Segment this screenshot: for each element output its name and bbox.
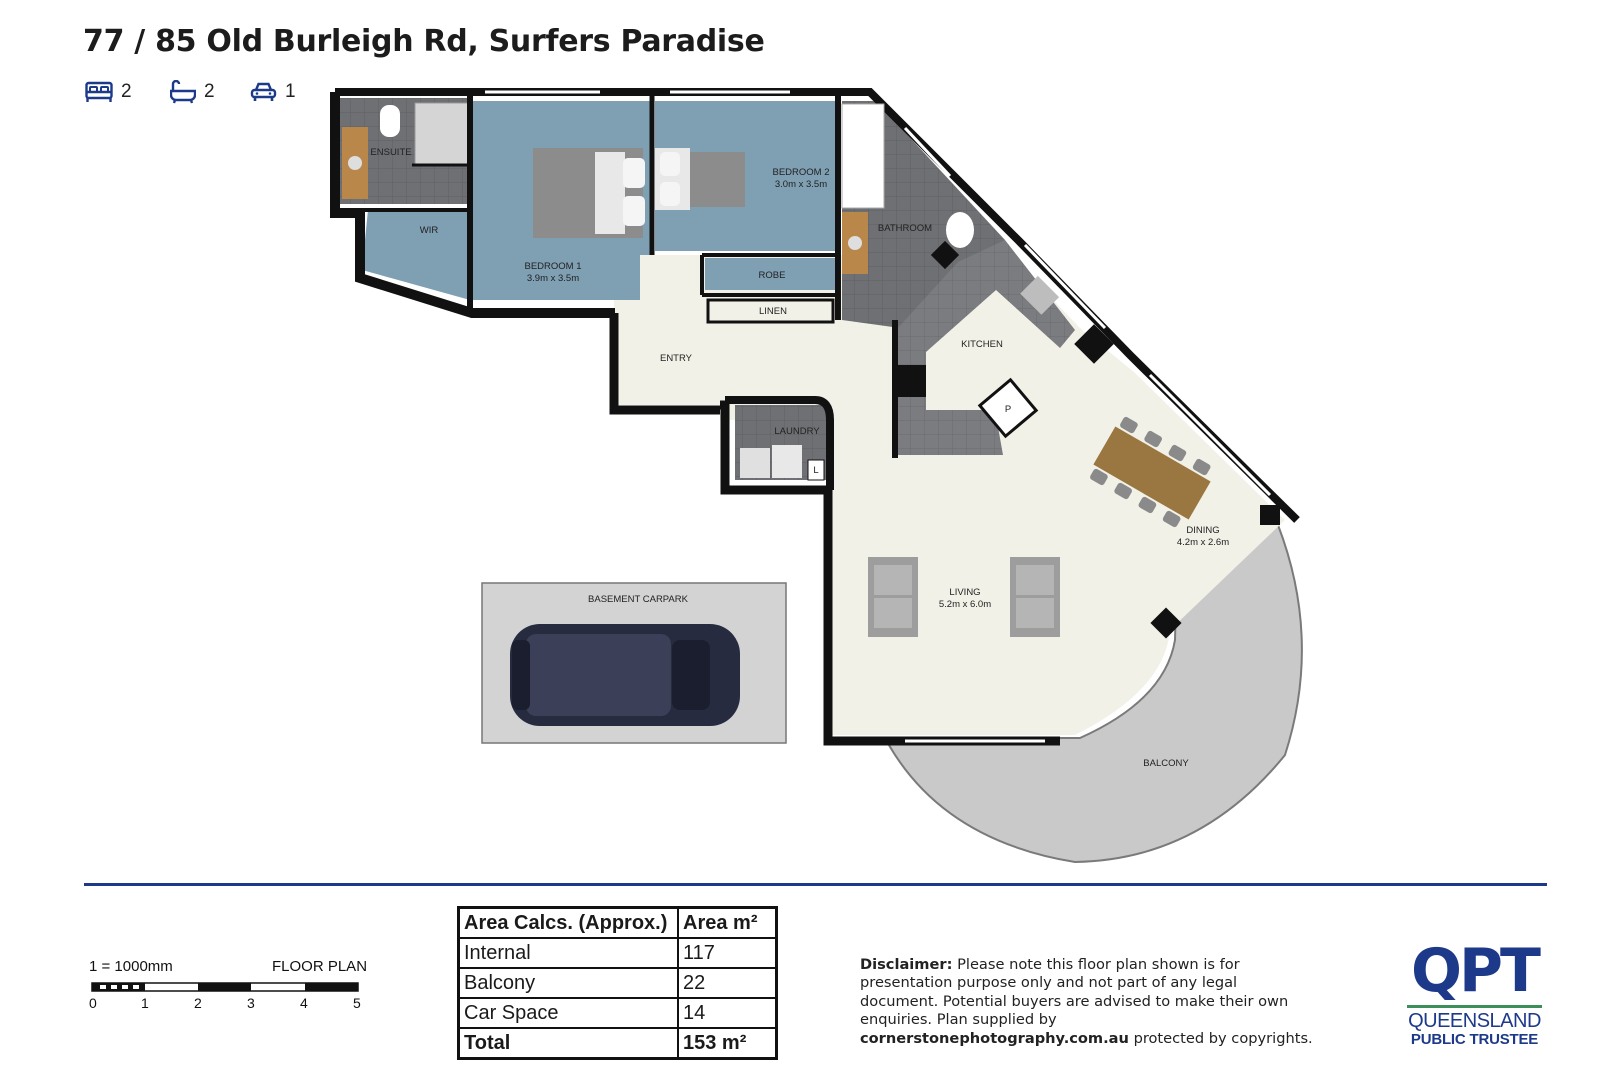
table-cell: 14 [677, 997, 778, 1029]
bedrooms-feature: 2 [85, 78, 132, 106]
room-label-dining: DINING [1186, 525, 1219, 536]
room-label-laundry-tub: L [813, 465, 818, 476]
table-cell: Balcony [457, 967, 679, 999]
table-row: Car Space 14 [457, 997, 778, 1029]
table-row: Internal 117 [457, 937, 778, 969]
room-label-pantry: P [1005, 404, 1011, 415]
room-label-balcony: BALCONY [1143, 758, 1189, 769]
scale-label: FLOOR PLAN [272, 958, 368, 975]
scale-tick-2: 2 [194, 995, 202, 1011]
scale-tick-4: 4 [300, 995, 308, 1011]
bath-icon [170, 80, 196, 104]
room-label-laundry: LAUNDRY [774, 426, 820, 437]
table-cell: 153 m² [677, 1027, 778, 1060]
disclaimer: Disclaimer: Please note this floor plan … [860, 956, 1320, 1048]
carspace-count: 1 [285, 81, 296, 102]
shower [414, 102, 471, 166]
room-label-wir: WIR [420, 225, 439, 236]
bed-2 [655, 148, 745, 210]
carspaces-feature: 1 [250, 78, 296, 106]
room-label-linen: LINEN [759, 306, 787, 317]
bedroom-count: 2 [121, 81, 132, 102]
section-divider [84, 883, 1547, 886]
table-header: Area m² [677, 906, 778, 939]
disclaimer-lead: Disclaimer: [860, 956, 953, 973]
bed-1 [533, 148, 645, 238]
table-row: Balcony 22 [457, 967, 778, 999]
bathroom-count: 2 [204, 81, 215, 102]
room-dims-bedroom-1: 3.9m x 3.5m [527, 273, 579, 284]
disclaimer-tail: protected by copyrights. [1133, 1029, 1313, 1047]
room-label-bedroom-2: BEDROOM 2 [772, 167, 829, 178]
room-label-kitchen: KITCHEN [961, 339, 1003, 350]
disclaimer-text: Please note this floor plan shown is for… [860, 956, 1289, 1029]
bath-tub [841, 103, 885, 209]
room-label-ensuite: ENSUITE [370, 147, 411, 158]
table-cell: Internal [457, 937, 679, 969]
bathroom-toilet [946, 212, 974, 248]
room-label-bathroom: BATHROOM [878, 223, 932, 234]
page-title: 77 / 85 Old Burleigh Rd, Surfers Paradis… [83, 24, 765, 59]
scale-tick-0: 0 [89, 995, 97, 1011]
floor-plan: ENSUITE WIR BEDROOM 1 3.9m x 3.5m BEDROO… [330, 88, 1303, 864]
car-topdown [510, 624, 740, 726]
room-label-bedroom-1: BEDROOM 1 [524, 261, 581, 272]
bed-icon [85, 81, 113, 102]
linen-area [706, 298, 835, 324]
scale-ratio: 1 = 1000mm [89, 958, 173, 975]
ensuite-toilet [380, 105, 400, 137]
table-header: Area Calcs. (Approx.) [457, 906, 679, 939]
dining-table [1090, 416, 1211, 528]
sofa-left [868, 557, 918, 637]
room-label-entry: ENTRY [660, 353, 693, 364]
disclaimer-link[interactable]: cornerstonephotography.com.au [860, 1029, 1129, 1047]
room-dims-bedroom-2: 3.0m x 3.5m [775, 179, 827, 190]
scale-bar [91, 982, 359, 992]
wir-area [362, 210, 472, 300]
table-cell: 22 [677, 967, 778, 999]
room-label-carpark: BASEMENT CARPARK [588, 594, 689, 605]
area-calcs-table: Area Calcs. (Approx.) Area m² Internal 1… [457, 906, 778, 1060]
robe-area [705, 258, 835, 290]
logo-line-2: PUBLIC TRUSTEE [1410, 1031, 1539, 1048]
scale-tick-1: 1 [141, 995, 149, 1011]
qpt-logo: QPT QUEENSLAND PUBLIC TRUSTEE [1407, 941, 1542, 1049]
table-cell: Total [457, 1027, 679, 1060]
table-total-row: Total 153 m² [457, 1027, 778, 1060]
room-dims-dining: 4.2m x 2.6m [1177, 537, 1229, 548]
table-cell: 117 [677, 937, 778, 969]
sofa-right [1010, 557, 1060, 637]
scale-tick-5: 5 [353, 995, 361, 1011]
car-icon [250, 82, 277, 101]
room-label-living: LIVING [949, 587, 980, 598]
table-cell: Car Space [457, 997, 679, 1029]
scale-tick-3: 3 [247, 995, 255, 1011]
room-label-robe: ROBE [759, 270, 786, 281]
room-dims-living: 5.2m x 6.0m [939, 599, 991, 610]
bathrooms-feature: 2 [170, 78, 215, 106]
logo-mark: QPT [1411, 936, 1541, 1006]
logo-line-1: QUEENSLAND [1407, 1005, 1542, 1031]
balcony-area [883, 523, 1303, 864]
table-header-row: Area Calcs. (Approx.) Area m² [457, 906, 778, 939]
